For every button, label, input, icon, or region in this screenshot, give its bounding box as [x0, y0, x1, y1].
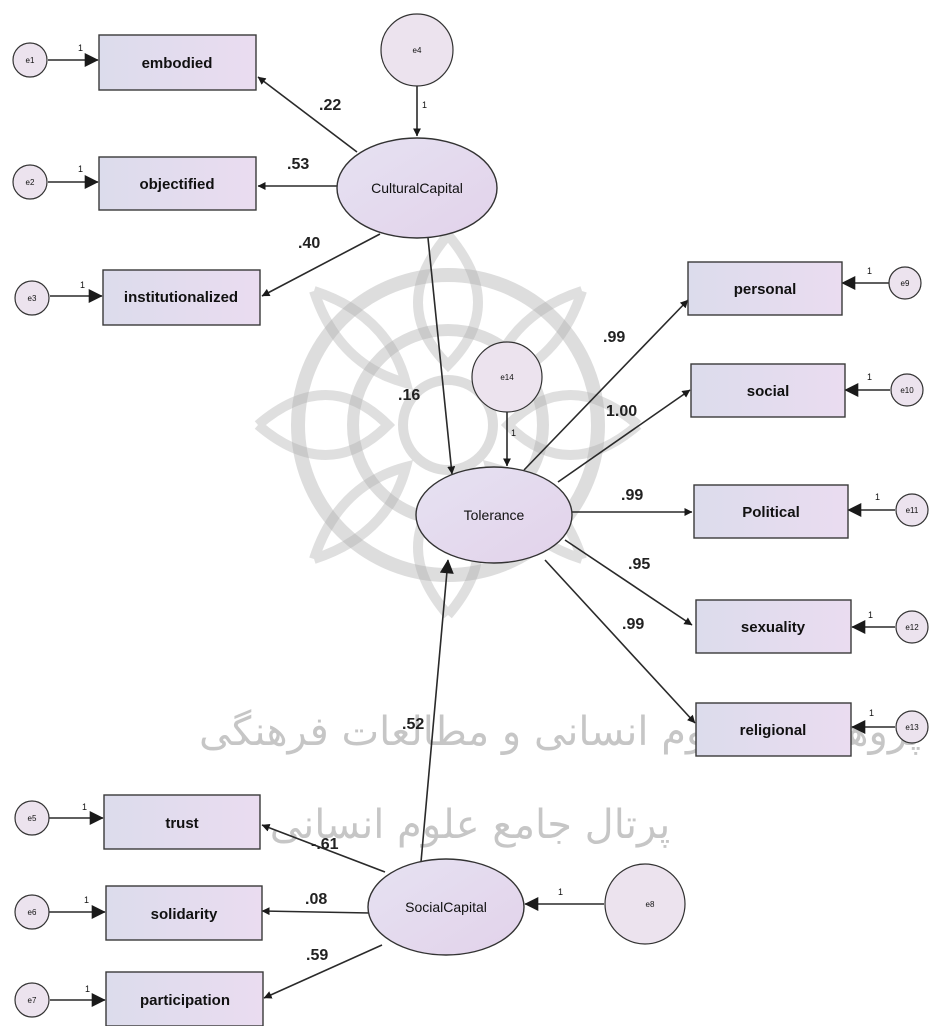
fixed-one-e4: 1	[422, 100, 427, 110]
indicator-objectified-label: objectified	[139, 176, 214, 193]
indicator-embodied: embodied	[98, 34, 257, 91]
path-cc-embodied	[257, 76, 358, 153]
error-e7-label: e7	[28, 996, 37, 1005]
error-e5: e5	[14, 800, 50, 836]
watermark-emblem	[254, 231, 642, 619]
indicator-trust-label: trust	[165, 815, 198, 832]
latent-tolerance-label: Tolerance	[464, 507, 525, 523]
error-e14: e14	[471, 341, 543, 413]
path-cc-tolerance	[427, 237, 456, 475]
indicator-religional: religional	[695, 702, 852, 757]
coef-tol-religional: .99	[622, 616, 644, 633]
coef-sc-solidarity: .08	[305, 891, 327, 908]
coef-sc-participation: .59	[306, 947, 328, 964]
fixed-one-e9: 1	[867, 266, 872, 276]
error-e13-label: e13	[905, 723, 919, 732]
error-e5-label: e5	[28, 814, 37, 823]
indicator-participation-label: participation	[140, 992, 230, 1009]
latent-tolerance: Tolerance	[415, 466, 573, 564]
indicator-solidarity: solidarity	[105, 885, 263, 941]
error-e3: e3	[14, 280, 50, 316]
indicator-objectified: objectified	[98, 156, 257, 211]
error-e1-label: e1	[26, 56, 35, 65]
indicator-social: social	[690, 363, 846, 418]
error-e1: e1	[12, 42, 48, 78]
fixed-one-e8: 1	[558, 887, 563, 897]
error-e2-label: e2	[26, 178, 35, 187]
fixed-one-e11: 1	[875, 492, 880, 502]
error-e6: e6	[14, 894, 50, 930]
latent-cultural-capital-label: CulturalCapital	[371, 180, 463, 196]
path-tol-social	[557, 389, 691, 483]
fixed-one-e12: 1	[868, 610, 873, 620]
indicator-sexuality: sexuality	[695, 599, 852, 654]
coef-cc-embodied: .22	[319, 97, 341, 114]
error-e12-label: e12	[905, 623, 919, 632]
error-e9: e9	[888, 266, 922, 300]
error-e8-label: e8	[646, 900, 655, 909]
fixed-one-e7: 1	[85, 984, 90, 994]
error-e11: e11	[895, 493, 929, 527]
fixed-one-e3: 1	[80, 280, 85, 290]
error-e7: e7	[14, 982, 50, 1018]
coef-tol-social: 1.00	[606, 403, 637, 420]
path-cc-institutionalized	[261, 233, 381, 297]
error-e2: e2	[12, 164, 48, 200]
coef-cc-tolerance: .16	[398, 387, 420, 404]
error-e9-label: e9	[901, 279, 910, 288]
indicator-personal: personal	[687, 261, 843, 316]
path-sc-participation	[263, 944, 383, 999]
indicator-political: Political	[693, 484, 849, 539]
latent-cultural-capital: CulturalCapital	[336, 137, 498, 239]
error-e8: e8	[604, 863, 686, 945]
indicator-sexuality-label: sexuality	[741, 619, 806, 636]
error-e11-label: e11	[906, 506, 919, 515]
error-e10: e10	[890, 373, 924, 407]
error-e4-label: e4	[413, 46, 422, 55]
indicator-social-label: social	[747, 383, 790, 400]
path-tol-sexuality	[564, 539, 693, 626]
fixed-one-e6: 1	[84, 895, 89, 905]
coef-tol-personal: .99	[603, 329, 625, 346]
coef-cc-objectified: .53	[287, 156, 309, 173]
watermark-text-line2: پرتال جامع علوم انسانی	[270, 802, 671, 848]
indicator-religional-label: religional	[740, 722, 807, 739]
fixed-one-e2: 1	[78, 164, 83, 174]
indicator-trust: trust	[103, 794, 261, 850]
fixed-one-e5: 1	[82, 802, 87, 812]
latent-social-capital-label: SocialCapital	[405, 899, 487, 915]
path-tol-personal	[523, 299, 689, 471]
coef-tol-political: .99	[621, 487, 643, 504]
error-e14-label: e14	[500, 373, 514, 382]
error-e6-label: e6	[28, 908, 37, 917]
path-sc-solidarity	[261, 907, 371, 916]
indicator-personal-label: personal	[734, 281, 797, 298]
coef-sc-trust: -.61	[311, 836, 339, 853]
error-e13: e13	[895, 710, 929, 744]
path-sc-tolerance	[420, 559, 454, 863]
error-e4: e4	[380, 13, 454, 87]
fixed-one-e13: 1	[869, 708, 874, 718]
indicator-participation: participation	[105, 971, 264, 1026]
coef-tol-sexuality: .95	[628, 556, 650, 573]
coef-sc-tolerance: .52	[402, 716, 424, 733]
path-tol-religional	[544, 559, 696, 724]
path-sc-trust	[261, 823, 386, 873]
indicator-institutionalized: institutionalized	[102, 269, 261, 326]
fixed-one-e1: 1	[78, 43, 83, 53]
coef-cc-institutionalized: .40	[298, 235, 320, 252]
indicator-institutionalized-label: institutionalized	[124, 289, 238, 306]
fixed-one-e10: 1	[867, 372, 872, 382]
error-e3-label: e3	[28, 294, 37, 303]
error-e10-label: e10	[900, 386, 914, 395]
indicator-embodied-label: embodied	[142, 55, 213, 72]
fixed-one-e14: 1	[511, 428, 516, 438]
indicator-political-label: Political	[742, 504, 800, 521]
error-e12: e12	[895, 610, 929, 644]
indicator-solidarity-label: solidarity	[151, 906, 218, 923]
latent-social-capital: SocialCapital	[367, 858, 525, 956]
